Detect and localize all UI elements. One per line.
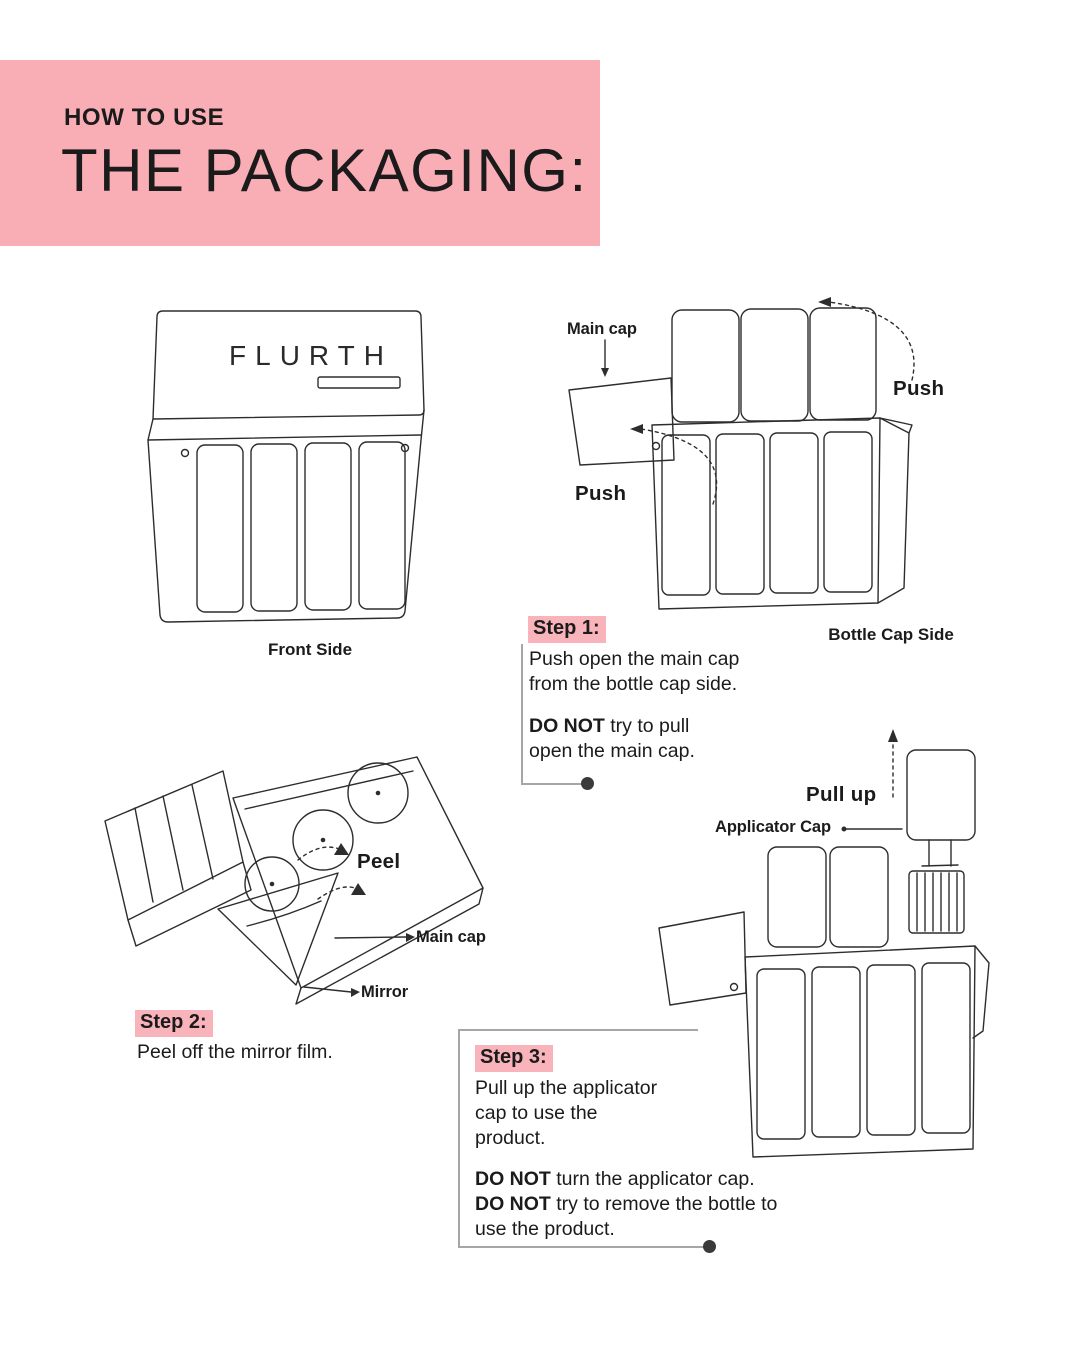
front-side-illustration	[147, 310, 425, 623]
push-arrow-top-head	[818, 297, 831, 307]
opened-packaging-art	[104, 756, 484, 1005]
step3-body-line: product.	[475, 1127, 546, 1149]
step3-warning2-emphasis: DO NOT	[475, 1193, 551, 1215]
main-cap-label: Main cap	[416, 928, 486, 946]
push-label-left: Push	[575, 482, 627, 505]
step1-warning-emphasis: DO NOT	[529, 715, 605, 737]
step3-warning2-line: use the product.	[475, 1218, 615, 1240]
front-side-diagram: FLURTH Front Side	[140, 298, 432, 670]
step3-connector-vertical	[458, 1029, 460, 1247]
step1-body-line: Push open the main cap	[529, 648, 740, 670]
main-cap-label: Main cap	[567, 320, 637, 338]
push-arrow-top	[828, 301, 915, 381]
step3-warning1: DO NOT turn the applicator cap.	[475, 1167, 835, 1192]
peel-arrow-head	[351, 883, 366, 895]
step1-body: Push open the main cap from the bottle c…	[529, 647, 788, 697]
push-label-top: Push	[893, 377, 945, 400]
step3-body-line: Pull up the applicator	[475, 1077, 658, 1099]
step1-warning: DO NOT try to pull open the main cap.	[529, 714, 788, 764]
step3-title: Step 3:	[475, 1045, 553, 1072]
step3-connector-dot	[703, 1240, 716, 1253]
pull-up-label: Pull up	[806, 783, 877, 806]
step1-warning-text: try to pull	[604, 715, 690, 737]
mirror-label: Mirror	[361, 983, 409, 1001]
step3-warning1-emphasis: DO NOT	[475, 1168, 551, 1190]
peel-arrow	[297, 846, 362, 900]
applicator-cap-label: Applicator Cap	[715, 818, 831, 836]
main-cap-leader-arrowhead	[406, 933, 415, 942]
packaging-back-art	[568, 307, 913, 610]
peel-arrow-head	[334, 843, 349, 855]
bottle-cap-side-diagram: Main cap Push Push Bottle Cap Side	[555, 292, 965, 657]
step1-connector-horizontal	[521, 783, 588, 785]
peel-illustration	[104, 756, 484, 1005]
step2-block: Step 2: Peel off the mirror film.	[135, 1010, 435, 1065]
step3-connector-bottom	[458, 1246, 708, 1248]
step1-connector-vertical	[521, 644, 523, 784]
step1-warning-line: open the main cap.	[529, 740, 695, 762]
step3-block: Step 3: Pull up the applicator cap to us…	[475, 1045, 835, 1242]
step3-warning2-line: DO NOT try to remove the bottle to	[475, 1192, 835, 1217]
pull-up-diagram: Pull up Applicator Cap	[645, 725, 990, 1165]
header-eyebrow: HOW TO USE	[64, 104, 225, 131]
bottle-cap-side-caption: Bottle Cap Side	[828, 625, 954, 644]
mirror-leader-arrowhead	[351, 988, 360, 997]
step1-body-line: from the bottle cap side.	[529, 673, 738, 695]
step1-title: Step 1:	[528, 616, 606, 643]
bottle-cap-side-illustration	[568, 297, 915, 610]
applicator-packaging-art	[658, 749, 990, 1158]
step2-title: Step 2:	[135, 1010, 213, 1037]
step3-warning1-text: turn the applicator cap.	[550, 1168, 755, 1190]
step3-connector-top	[458, 1029, 698, 1031]
step1-warning-line: DO NOT try to pull	[529, 714, 788, 739]
step3-warning2-text: try to remove the bottle to	[550, 1193, 778, 1215]
step3-warnings: DO NOT turn the applicator cap. DO NOT t…	[475, 1167, 835, 1242]
step2-body: Peel off the mirror film.	[137, 1041, 333, 1063]
pull-up-illustration	[658, 729, 990, 1158]
push-arrow-left	[640, 428, 718, 505]
pull-up-arrow-head	[888, 729, 898, 742]
page-title: THE PACKAGING:	[61, 137, 588, 204]
step3-warning2: DO NOT try to remove the bottle to use t…	[475, 1192, 835, 1242]
peel-diagram: Peel Main cap Mirror	[95, 740, 486, 1015]
step3-body: Pull up the applicator cap to use the pr…	[475, 1076, 835, 1151]
packaging-front-art	[147, 310, 425, 623]
step3-body-line: cap to use the	[475, 1102, 598, 1124]
step1-block: Step 1: Push open the main cap from the …	[528, 616, 788, 764]
header-block: HOW TO USE THE PACKAGING:	[0, 60, 600, 246]
step1-connector-dot	[581, 777, 594, 790]
push-arrow-left-head	[630, 424, 643, 434]
brand-logo: FLURTH	[229, 340, 393, 371]
peel-label: Peel	[357, 850, 401, 873]
main-cap-pointer-arrowhead	[601, 368, 609, 377]
applicator-leader-dot	[841, 826, 847, 832]
front-side-caption: Front Side	[267, 640, 353, 659]
